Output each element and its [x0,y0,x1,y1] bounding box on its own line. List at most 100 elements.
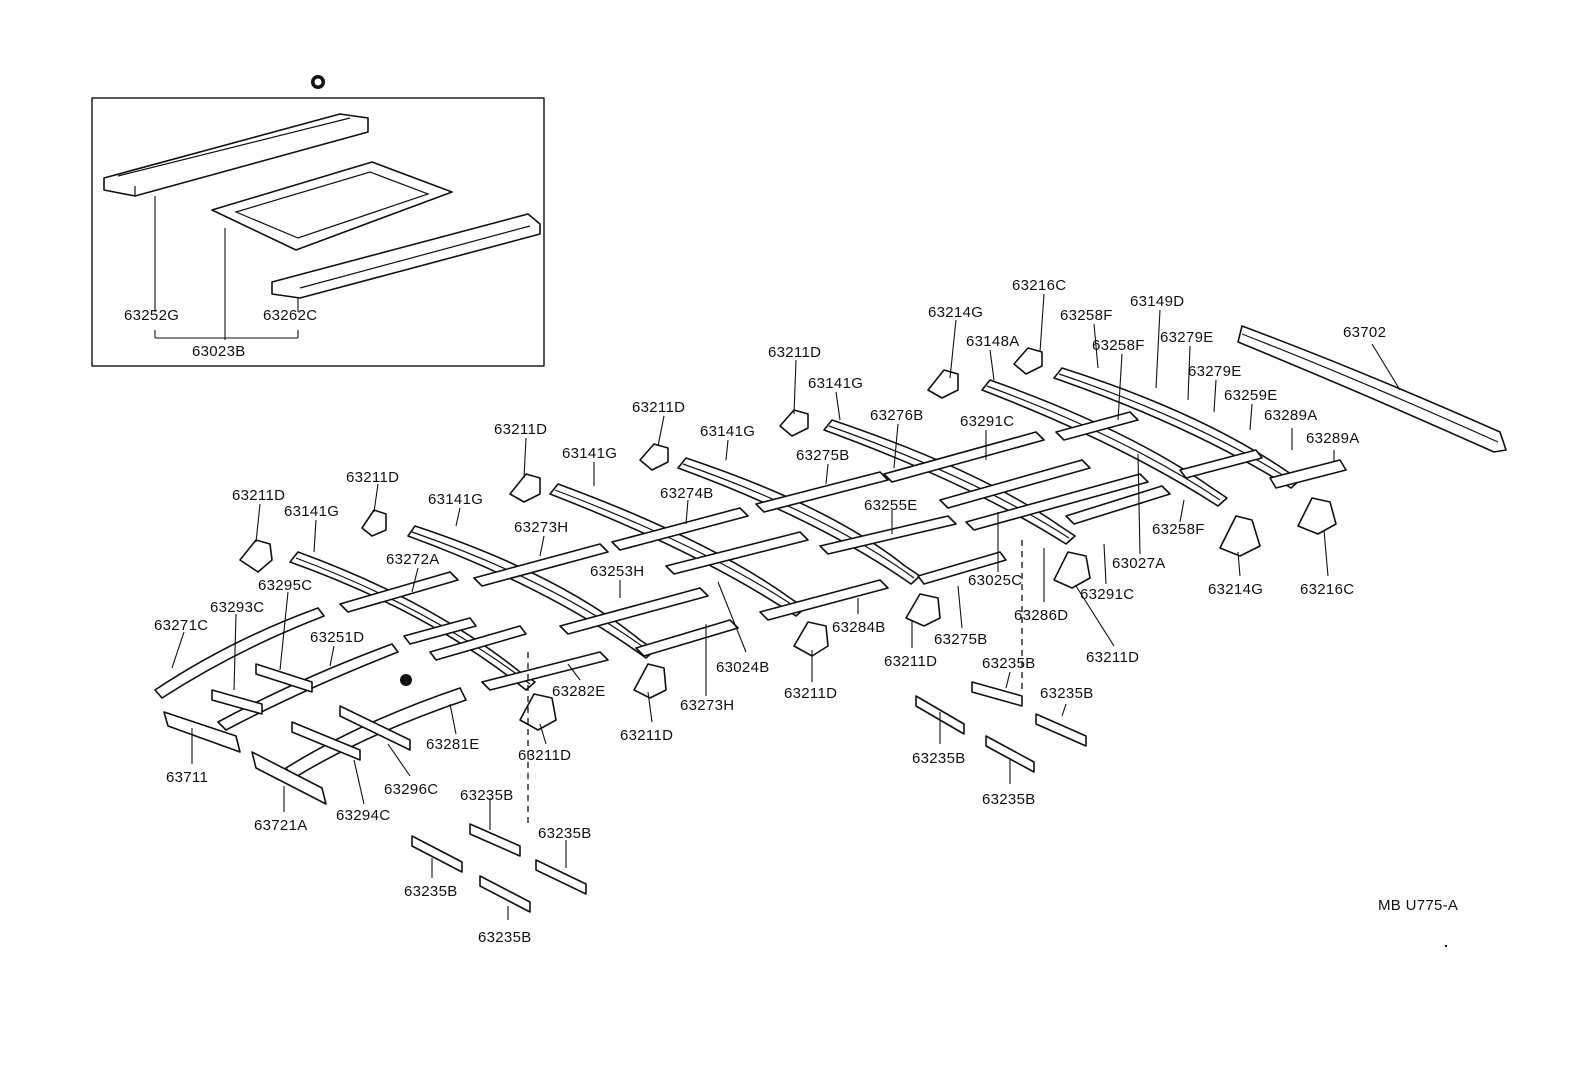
bracket-a [239,539,273,573]
bracket-k [905,593,941,627]
part-number-label: 63235B [404,883,458,900]
part-number-label: 63275B [796,447,850,464]
bracket-m [1219,515,1261,557]
bar-63273h-lower [635,619,739,657]
part-number-label: 63258F [1092,337,1145,354]
part-number-label: 63211D [620,727,673,744]
channel-4 [479,875,531,913]
part-number-label: 63235B [982,791,1036,808]
part-number-label: 63235B [1040,685,1094,702]
part-number-label: 63284B [832,619,886,636]
part-number-label: 63141G [808,375,863,392]
bracket-e [779,409,809,437]
bow-2 [407,525,656,659]
part-number-label: 63211D [494,421,547,438]
inset-frame [91,97,545,367]
part-number-label: 63141G [700,423,755,440]
part-number-label: 63253H [590,563,644,580]
part-number-label: 63027A [1112,555,1166,572]
leader-lines [171,293,1401,920]
bracket-h [519,693,557,731]
part-number-label: 63214G [928,304,983,321]
channels [411,681,1087,913]
part-number-label: 63141G [428,491,483,508]
bar-63289a [1269,459,1347,489]
part-number-label: 63211D [884,653,937,670]
bracket-j [793,621,829,657]
bar-63025c [965,473,1149,531]
bar-63295c [255,663,313,693]
part-number-label: 63289A [1306,430,1360,447]
part-number-label: 63211D [518,747,571,764]
rail-63271c [154,607,325,699]
part-number-label: 63721A [254,817,308,834]
part-number-label: 63235B [912,750,966,767]
inset-part-label: 63262C [263,307,317,324]
part-number-label: 63711 [166,769,208,786]
channel-5 [971,681,1023,707]
bar-63296c [339,705,411,751]
part-labels: 63252G 63262C 63023B 63216C 63214G 63258F 6314… [124,277,1458,946]
bar-mid-2 [939,459,1091,509]
part-number-label: 63025C [968,572,1022,589]
diagram-reference-code: MB U775-A [1378,897,1458,914]
part-number-label: 63211D [232,487,285,504]
inset-part-63023b [211,161,453,251]
part-number-label: 63211D [1086,649,1139,666]
marker-dot-icon [400,674,412,686]
bow-7 [1053,367,1301,489]
part-number-label: 63235B [460,787,514,804]
part-number-label: 63214G [1208,581,1263,598]
channel-1 [469,823,521,857]
bracket-l [1053,551,1091,589]
part-number-label: 63293C [210,599,264,616]
bow-5 [823,419,1076,545]
part-number-label: 63702 [1343,324,1386,341]
channel-2 [535,859,587,895]
part-number-label: 63259E [1224,387,1278,404]
bar-63258f-right [1179,449,1263,479]
part-number-label: 63281E [426,736,480,753]
bracket-g [1013,347,1043,375]
inset-part-label: 63023B [192,343,246,360]
bar-upper-small [1055,411,1139,441]
part-number-label: 63211D [784,685,837,702]
part-number-label: 63258F [1152,521,1205,538]
part-number-label: 63235B [982,655,1036,672]
inset-box [91,75,545,367]
channel-8 [985,735,1035,773]
part-number-label: 63282E [552,683,606,700]
part-number-label: 63216C [1012,277,1066,294]
part-number-label: 63272A [386,551,440,568]
part-number-label: 63148A [966,333,1020,350]
part-number-label: 63024B [716,659,770,676]
bar-63275b-lower [917,551,1007,585]
part-number-label: 63295C [258,577,312,594]
cross-members [163,411,1347,805]
bar-63275b-upper [755,471,889,513]
part-number-label: 63149D [1130,293,1184,310]
part-number-label: 63296C [384,781,438,798]
part-number-label: 63273H [514,519,568,536]
inset-part-label: 63252G [124,307,179,324]
part-number-label: 63294C [336,807,390,824]
bar-63284b [759,579,889,621]
bracket-d [639,443,669,471]
bar-63255e [819,515,957,555]
bar-63027a [1065,485,1171,525]
brackets [239,347,1337,731]
part-number-label: 63279E [1160,329,1214,346]
part-number-label: 63235B [478,929,532,946]
bar-63293c [211,689,263,715]
part-number-label: 63289A [1264,407,1318,424]
bracket-n [1297,497,1337,535]
inset-part-63252g [103,113,369,197]
bar-63274b [611,507,749,551]
part-number-label: 63279E [1188,363,1242,380]
rail-63702 [1237,325,1507,453]
part-number-label: 63291C [1080,586,1134,603]
part-number-label: 63141G [562,445,617,462]
channel-3 [411,835,463,873]
